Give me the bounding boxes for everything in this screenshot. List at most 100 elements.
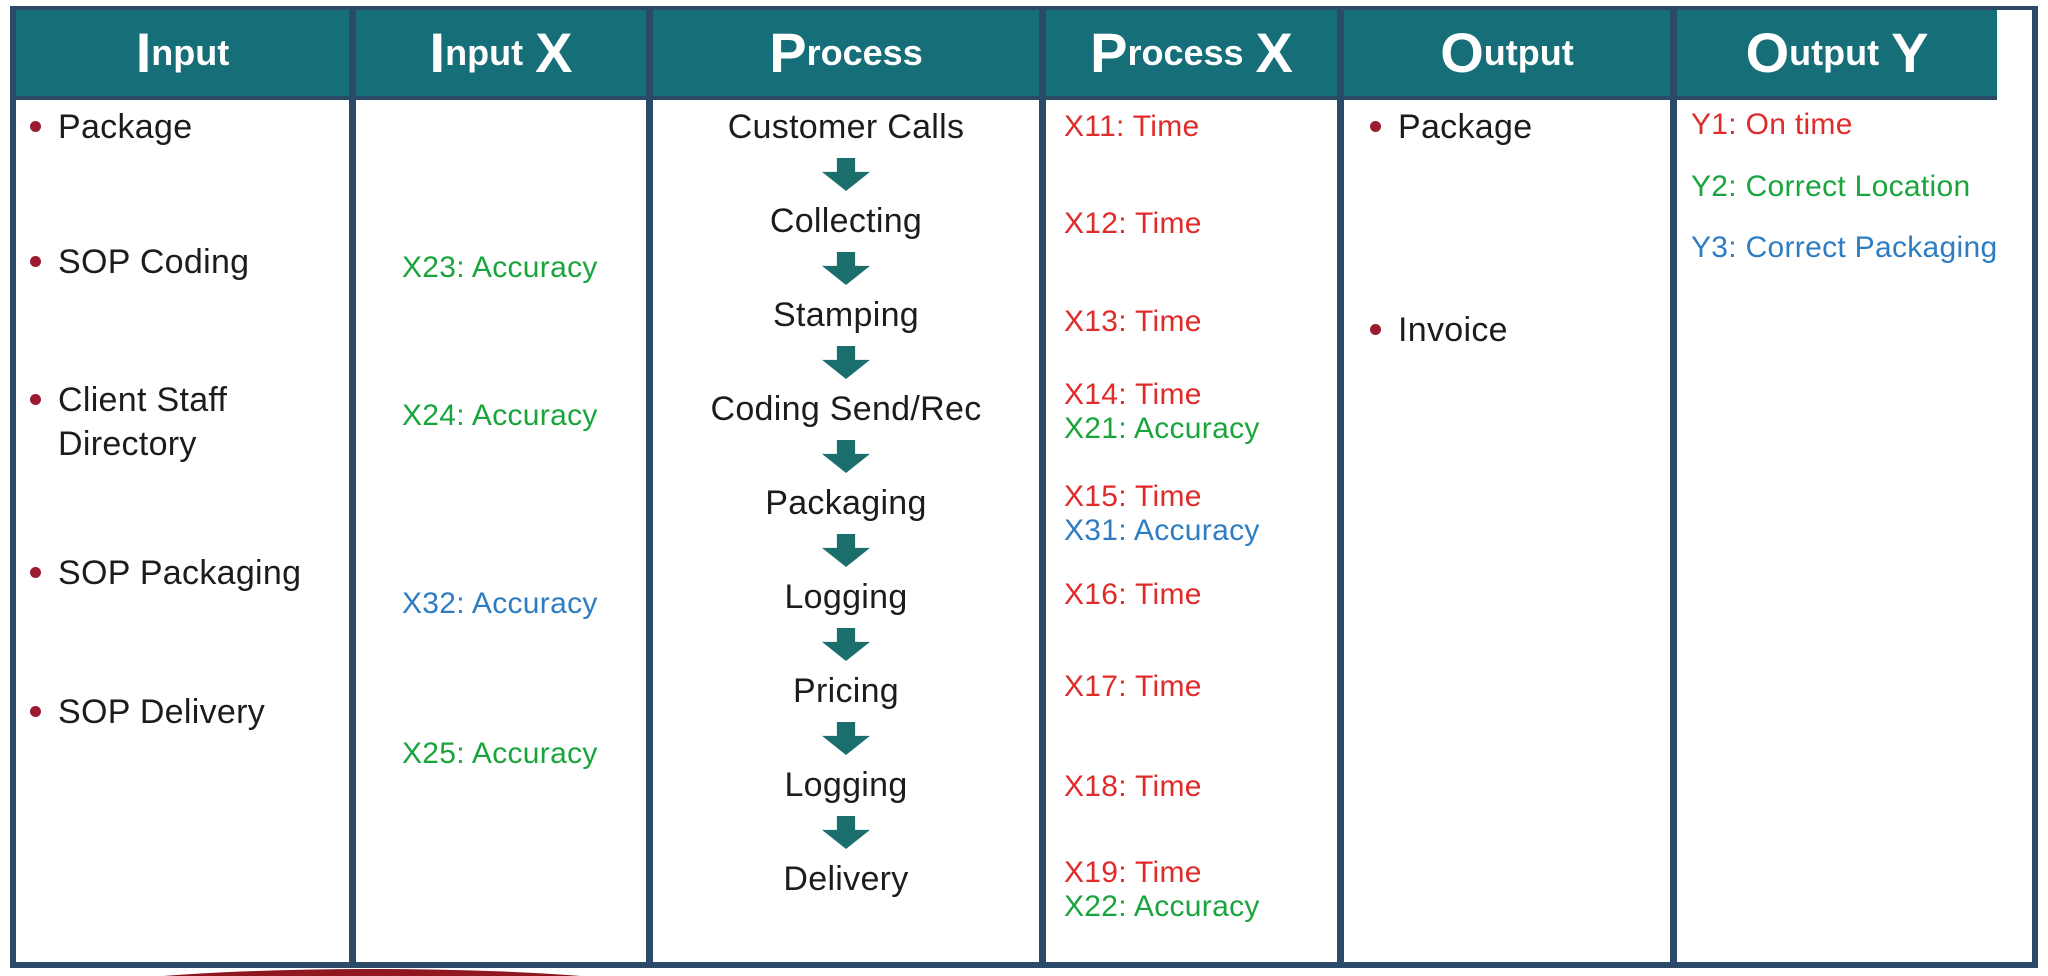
header-input-x-lead: I	[429, 21, 446, 84]
process-x-group: X13: Time	[1064, 305, 1202, 339]
header-process-x-rest: rocess	[1127, 32, 1244, 73]
output-item-label: Package	[1398, 108, 1533, 146]
process-step: Collecting	[769, 202, 923, 240]
process-step: Delivery	[783, 860, 909, 898]
process-x-group: X17: Time	[1064, 670, 1202, 704]
input-x-item: X32: Accuracy	[402, 587, 598, 620]
process-x-line: X19: Time	[1064, 856, 1202, 889]
input-item: SOP Coding	[28, 240, 341, 284]
input-item: Package	[28, 105, 341, 149]
input-item-label: SOP Packaging	[58, 554, 302, 592]
process-step: Logging	[784, 578, 908, 616]
process-x-line: X17: Time	[1064, 670, 1202, 703]
process-x-line: X11: Time	[1064, 110, 1200, 143]
header-input-lead: I	[135, 21, 152, 84]
header-process-x-suffix: X	[1255, 21, 1293, 84]
column-output-y-body: Y1: On time Y2: Correct Location Y3: Cor…	[1677, 100, 1997, 962]
header-output-y-suffix: Y	[1891, 21, 1929, 84]
input-x-item: X23: Accuracy	[402, 251, 598, 284]
bullet-icon	[30, 706, 41, 717]
input-x-item: X25: Accuracy	[402, 737, 598, 770]
input-x-item: X24: Accuracy	[402, 399, 598, 432]
output-y-item: Y1: On time	[1691, 108, 1853, 141]
process-x-group: X11: Time	[1064, 110, 1200, 144]
process-step: Pricing	[792, 672, 900, 710]
process-x-group: X16: Time	[1064, 578, 1202, 612]
header-process-lead: P	[769, 21, 807, 84]
bullet-icon	[1370, 121, 1381, 132]
process-step: Packaging	[765, 484, 927, 522]
output-item: Package	[1368, 105, 1662, 149]
header-output-y-lead: O	[1745, 21, 1790, 84]
output-y-item: Y3: Correct Packaging	[1691, 231, 1998, 264]
flow-arrow-icon	[822, 722, 870, 755]
input-item-label: Package	[58, 108, 193, 146]
process-step: Stamping	[772, 296, 920, 334]
process-step: Coding Send/Rec	[710, 390, 982, 428]
flow-arrow-icon	[822, 534, 870, 567]
bullet-icon	[30, 121, 41, 132]
process-step: Logging	[784, 766, 908, 804]
input-item-label: Client Staff Directory	[58, 381, 228, 463]
bullet-icon	[1370, 324, 1381, 335]
flow-arrow-icon	[822, 816, 870, 849]
header-output-y-rest: utput	[1789, 32, 1880, 73]
output-item-label: Invoice	[1398, 311, 1508, 349]
flow-arrow-icon	[822, 346, 870, 379]
process-x-group: X18: Time	[1064, 770, 1202, 804]
column-input-body: Package SOP Coding Client Staff Director…	[16, 100, 349, 962]
header-input-x-suffix: X	[535, 21, 573, 84]
process-x-line: X16: Time	[1064, 578, 1202, 611]
process-x-line: X14: Time	[1064, 378, 1202, 411]
input-item: SOP Packaging	[28, 551, 341, 595]
flow-arrow-icon	[822, 440, 870, 473]
header-process-rest: rocess	[806, 32, 923, 73]
process-x-line: X18: Time	[1064, 770, 1202, 803]
process-x-line: X31: Accuracy	[1064, 514, 1260, 547]
process-step: Customer Calls	[727, 108, 965, 146]
bullet-icon	[30, 394, 41, 405]
process-x-line: X15: Time	[1064, 480, 1202, 513]
process-x-line: X12: Time	[1064, 207, 1202, 240]
header-input-rest: nput	[151, 32, 230, 73]
header-process-x-lead: P	[1090, 21, 1128, 84]
decorative-ellipse	[38, 969, 706, 976]
column-process-body: Customer Calls Collecting Stamping Codin…	[653, 100, 1039, 962]
output-y-item: Y2: Correct Location	[1691, 170, 1971, 203]
process-x-group: X12: Time	[1064, 207, 1202, 241]
process-x-line: X21: Accuracy	[1064, 412, 1260, 445]
flow-arrow-icon	[822, 158, 870, 191]
bullet-icon	[30, 567, 41, 578]
bullet-icon	[30, 256, 41, 267]
input-item: SOP Delivery	[28, 690, 341, 734]
header-output-rest: utput	[1483, 32, 1574, 73]
input-item-label: SOP Coding	[58, 243, 250, 281]
column-output-body: Package Invoice	[1344, 100, 1670, 962]
process-x-line: X13: Time	[1064, 305, 1202, 338]
header-input-x-rest: nput	[445, 32, 524, 73]
header-output-lead: O	[1440, 21, 1484, 84]
input-item: Client Staff Directory	[28, 378, 308, 466]
input-item-label: SOP Delivery	[58, 693, 266, 731]
process-x-line: X22: Accuracy	[1064, 890, 1260, 923]
flow-arrow-icon	[822, 628, 870, 661]
flow-arrow-icon	[822, 252, 870, 285]
